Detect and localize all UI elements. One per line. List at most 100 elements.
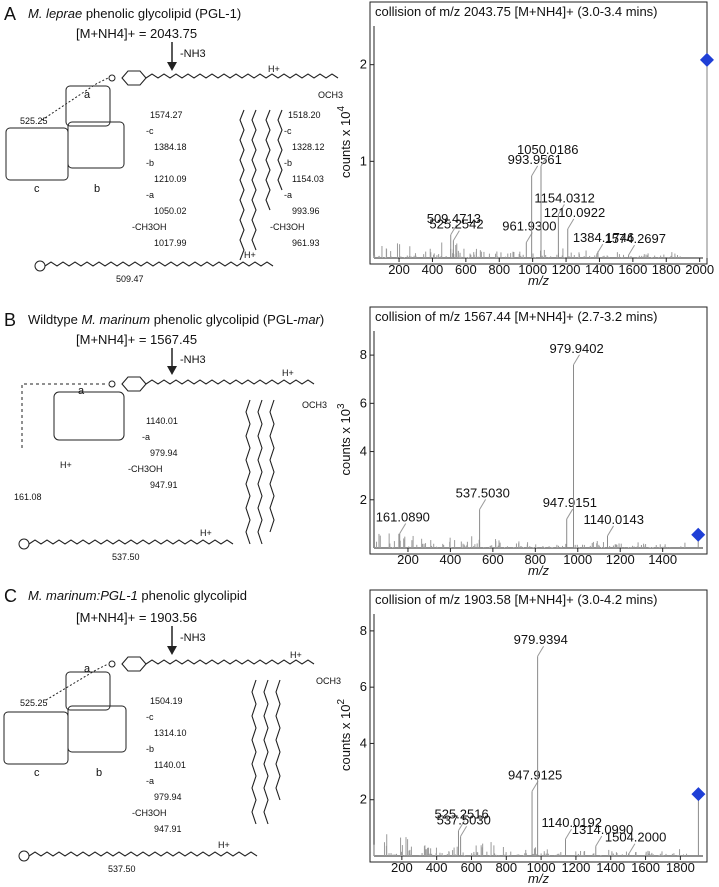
peak-label: 1154.0312 [534,191,595,206]
panel-a-title: M. leprae phenolic glycolipid (PGL-1) [28,6,241,21]
y-axis-label-exponent: 2 [336,699,347,705]
peak-label: 993.9561 [508,152,562,167]
panel-a-sugar-b-box [67,121,125,169]
peak-leader [452,230,460,241]
peak-leader [531,165,539,177]
spectrum-1: collision of m/z 1567.44 [M+NH4]+ (2.7-3… [336,306,708,578]
panel-c-loss-arrowhead [167,646,177,655]
panel-c-cleavage-line [45,663,109,701]
panel-a-left-4: 1210.09 [154,174,187,184]
y-tick-label: 4 [360,735,367,750]
panel-a-oxygen [108,74,116,82]
panel-b-left-series: 1140.01 -a 979.94 -CH3OH 947.91 [128,416,178,490]
x-tick-label: 200 [397,552,419,567]
peak-label: 1314.0990 [572,822,633,837]
peak-leader [557,204,565,215]
peak-label: 509.4713 [427,211,481,226]
panel-b-bottom-mass: 537.50 [112,552,140,562]
panel-c-ester-chain-1 [251,679,257,825]
x-tick-label: 1800 [652,262,681,277]
panel-b-ester-chain-3 [269,399,275,533]
x-tick-label: 600 [461,860,483,875]
peak-label: 1504.2000 [605,830,666,845]
x-axis-label: m/z [528,871,549,886]
panel-a-bottom-mass: 509.47 [116,274,144,284]
panel-a-right-7: -CH3OH [270,222,305,232]
peak-leader [595,835,603,847]
panel-b-bottom-hplus: H+ [200,528,212,538]
peak-label: 1574.2697 [605,231,666,246]
y-axis-label: counts x 103 [336,403,353,476]
panel-a-phenyl [121,70,147,86]
panel-b-left-2: 979.94 [150,448,178,458]
panel-a-right-1: -c [284,126,292,136]
panel-c-frag-sugar: 525.25 [20,698,48,708]
panel-c-sugar-a-label: a [84,663,91,675]
x-axis-label: m/z [528,563,549,578]
panel-a-loss: -NH3 [180,48,206,60]
panel-b-title: Wildtype M. marinum phenolic glycolipid … [28,312,324,327]
panel-b-cleavage-line [21,383,108,448]
peak-label: 961.9300 [502,219,556,234]
panel-c-title-rest: phenolic glycolipid [138,588,247,603]
peak-label: 979.9402 [550,341,604,356]
panel-a-ester-chain-1 [239,109,245,261]
panel-c-phenyl [121,656,147,672]
spectrum-title: collision of m/z 1903.58 [M+NH4]+ (3.0-4… [375,592,658,607]
panel-c-oxygen [108,660,116,668]
panel-c-letter: C [4,586,17,606]
x-tick-label: 1400 [585,262,614,277]
panel-c-bottom-mass: 537.50 [108,864,136,874]
panel-a-left-3: -b [146,158,154,168]
panel-c-left-0: 1504.19 [150,696,183,706]
panel-a-bottom-phenyl [34,260,46,272]
panel-a-letter: A [4,4,16,24]
panel-b-phenyl [121,376,147,392]
panel-c-och3: OCH3 [316,676,341,686]
y-axis-label-base: counts x 10 [338,409,353,476]
peak-leader [479,499,487,510]
panel-a-ester-chain-2 [251,109,257,251]
panel-b-title-species: M. marinum [81,312,150,327]
y-tick-label: 8 [360,347,367,362]
peak-label: 979.9394 [514,632,568,647]
panel-b-left-3: -CH3OH [128,464,163,474]
peak-label: 1210.0922 [544,205,605,220]
panel-a-sugar-a-label: a [84,89,91,101]
panel-b-ester-chain-2 [257,399,263,545]
panel-c-title: M. marinum:PGL-1 phenolic glycolipid [28,588,247,603]
spectra-group: collision of m/z 2043.75 [M+NH4]+ (3.0-3… [336,1,714,886]
panel-c-bottom-phenyl [18,850,30,862]
x-tick-label: 1200 [552,262,581,277]
panel-c-left-4: 1140.01 [154,760,186,770]
panel-b-ion: [M+NH4]+ = 1567.45 [76,332,197,347]
panel-c-left-3: -b [146,744,154,754]
panel-c-bottom-hplus: H+ [218,840,230,850]
precursor-marker [691,787,706,802]
x-tick-label: 1400 [596,860,625,875]
x-tick-label: 1000 [527,860,556,875]
panel-a-bottom-chain [44,261,274,267]
panel-c-ester-chain-3 [275,679,281,801]
y-tick-label: 6 [360,395,367,410]
panel-b-loss: -NH3 [180,354,206,366]
panel-b-structure: B Wildtype M. marinum phenolic glycolipi… [4,310,327,562]
panel-a-och3: OCH3 [318,90,343,100]
panel-b-chain [145,379,315,385]
panel-b-och3: OCH3 [302,400,327,410]
panel-a-bottom-hplus: H+ [244,250,256,260]
panel-c-left-1: -c [146,712,154,722]
x-tick-label: 1400 [648,552,677,567]
panel-a-ion: [M+NH4]+ = 2043.75 [76,26,197,41]
panel-a-title-rest: phenolic glycolipid (PGL-1) [82,6,241,21]
panel-c-sugar-c-label: c [34,767,40,779]
panel-a-ester-chain-3 [265,109,271,211]
x-tick-label: 2000 [685,262,714,277]
panel-b-sugar-a-label: a [78,385,85,397]
panel-c-loss: -NH3 [180,632,206,644]
panel-a-right-5: -a [284,190,292,200]
peak-leader [567,218,575,230]
peak-label: 525.2516 [434,807,488,822]
peak-leader [628,244,635,256]
